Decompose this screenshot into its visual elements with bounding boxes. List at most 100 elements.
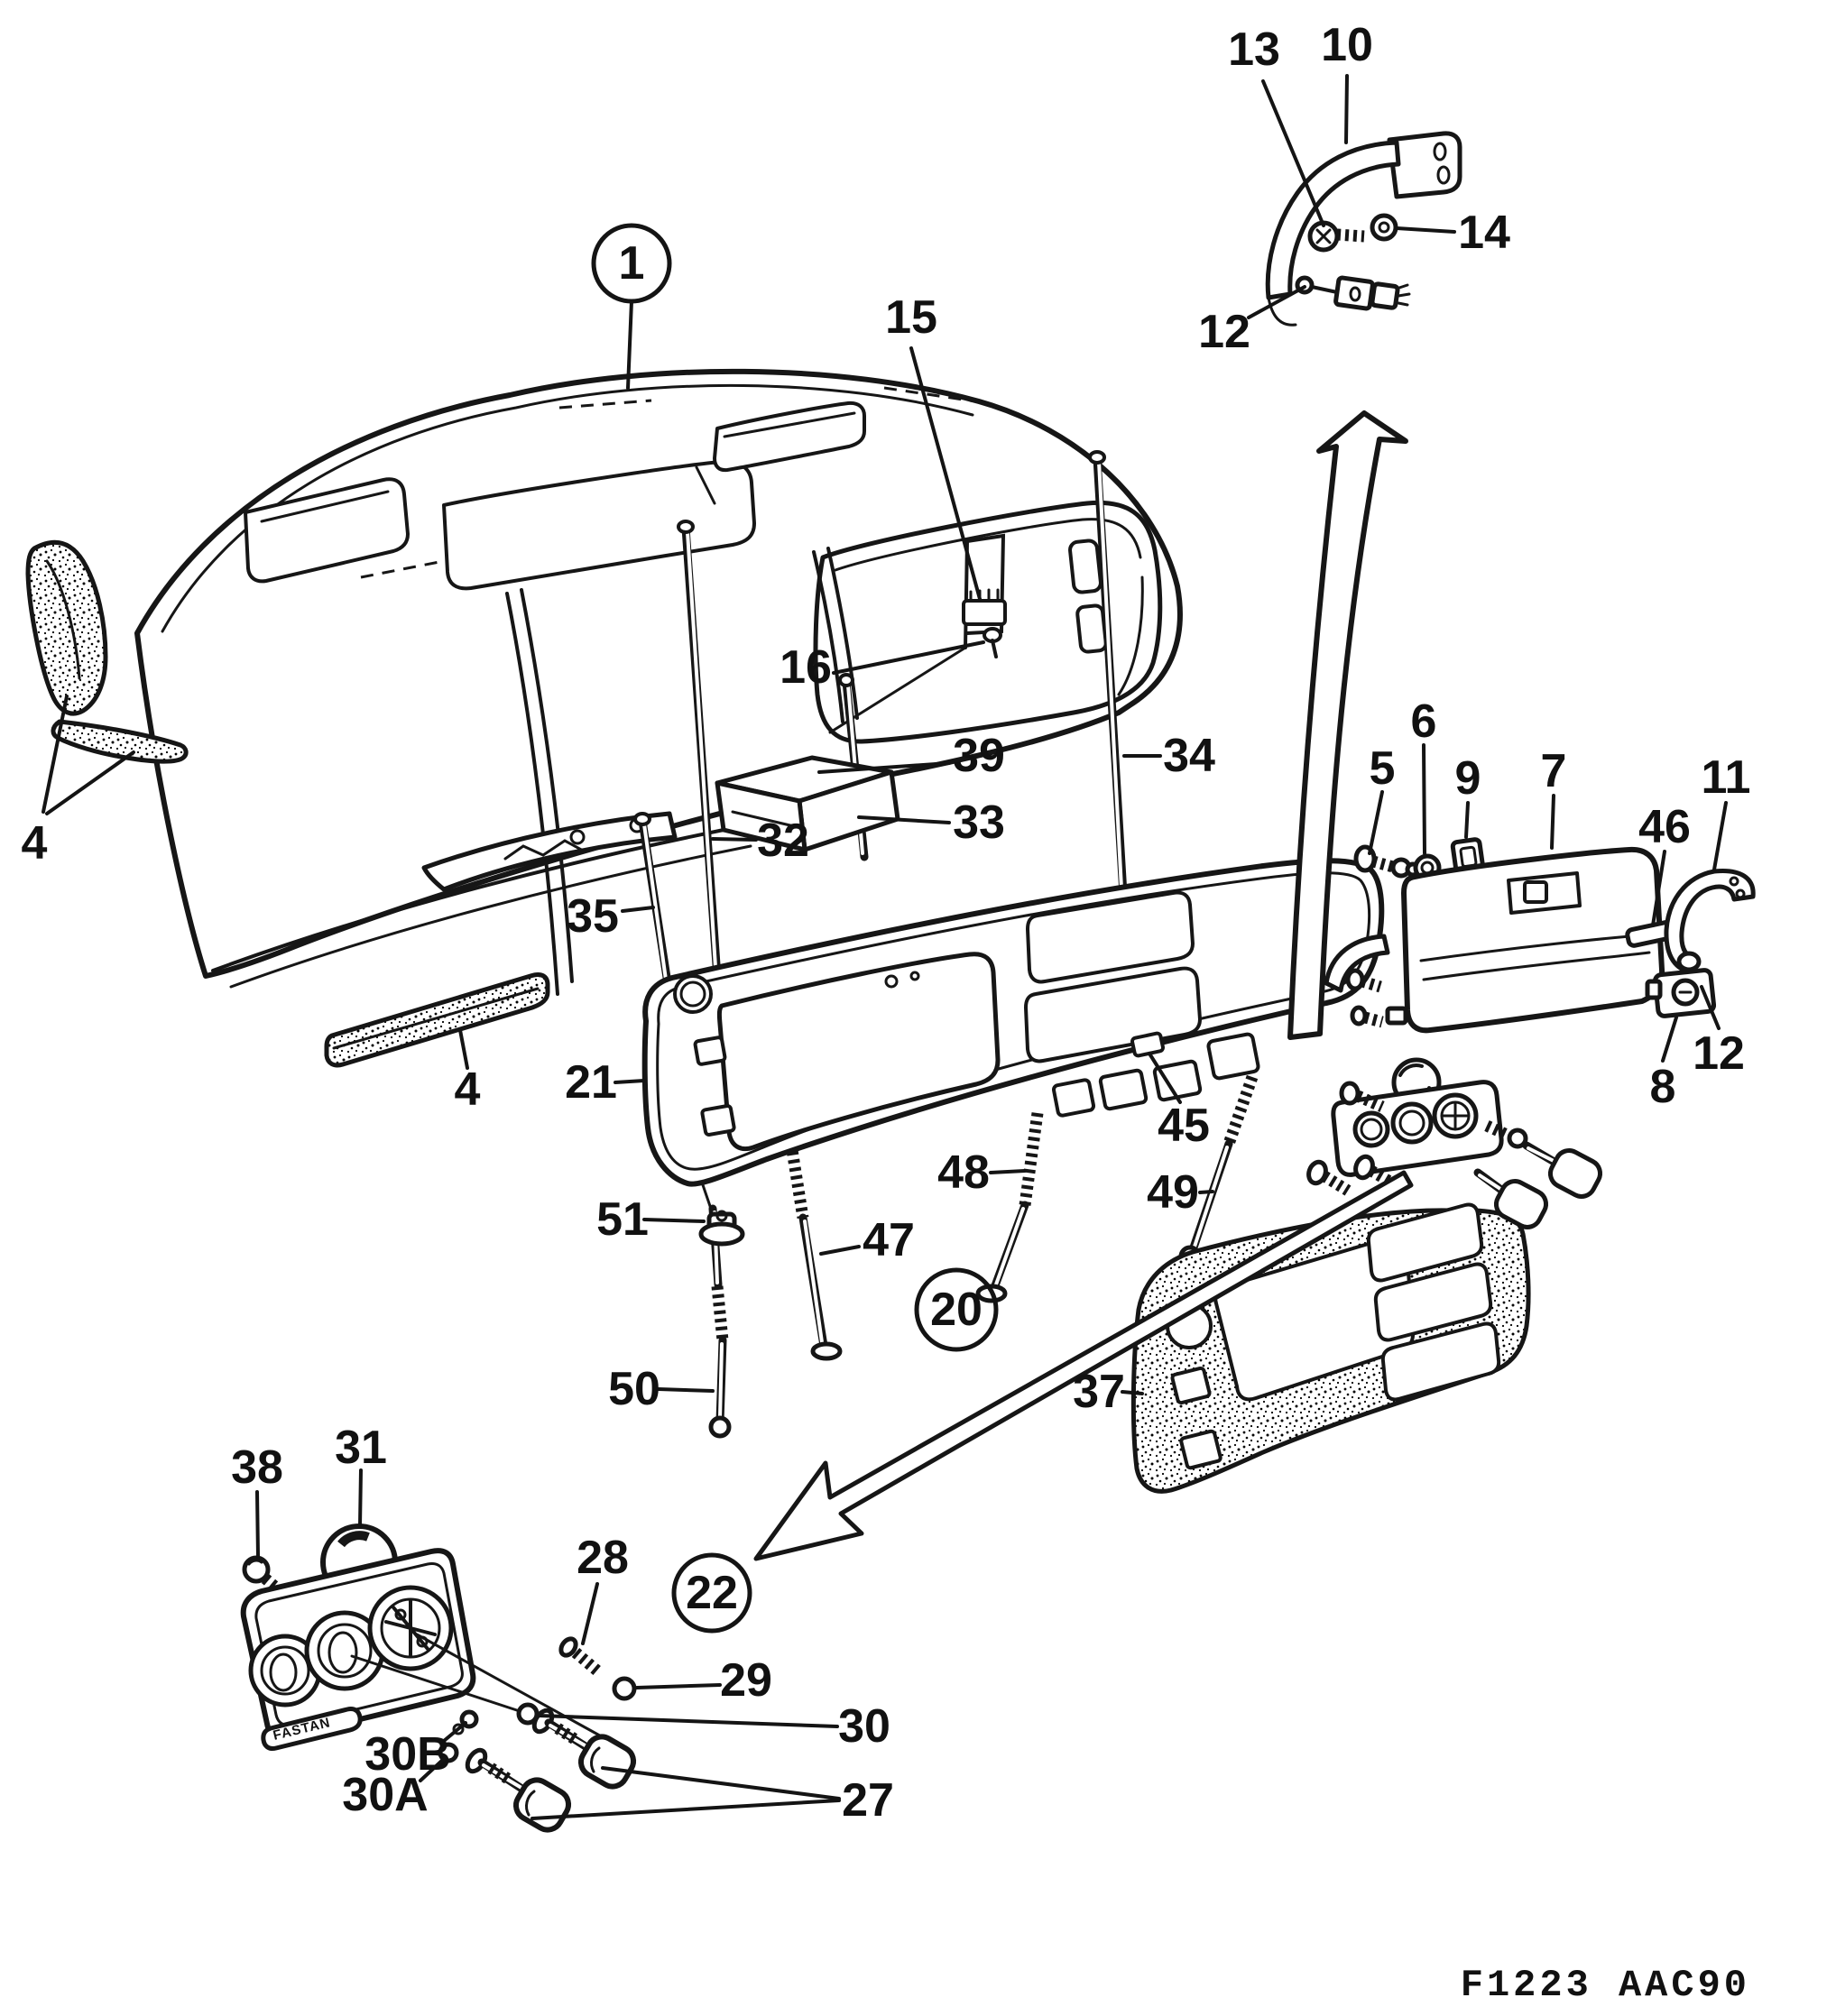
callout-6: 6 bbox=[1411, 695, 1437, 748]
direction-arrows bbox=[753, 410, 1414, 1561]
callout-30B: 30B bbox=[364, 1728, 450, 1781]
leader-line-16 bbox=[832, 640, 985, 675]
leader-line-10 bbox=[1344, 74, 1349, 144]
callout-22: 22 bbox=[686, 1567, 738, 1619]
leader-line-30A bbox=[419, 1755, 447, 1782]
leader-line-15 bbox=[909, 346, 982, 601]
washer-part-14 bbox=[1370, 213, 1398, 242]
callout-1: 1 bbox=[619, 237, 645, 290]
leader-line-4 bbox=[458, 1028, 469, 1070]
clip-part-12-top bbox=[1295, 275, 1411, 311]
leader-line-50 bbox=[657, 1387, 715, 1393]
heater-control-unit-small bbox=[1306, 1057, 1603, 1229]
leader-line-46 bbox=[1651, 850, 1666, 927]
screw-part-5 bbox=[1353, 844, 1421, 879]
callout-32: 32 bbox=[757, 815, 809, 867]
callout-4: 4 bbox=[22, 817, 48, 870]
stud-28 bbox=[558, 1636, 604, 1677]
leader-line-11 bbox=[1712, 801, 1728, 871]
figure-code: F1223 AAC90 bbox=[1461, 1964, 1750, 2007]
callout-51: 51 bbox=[596, 1193, 649, 1246]
callout-13: 13 bbox=[1228, 23, 1280, 76]
leader-line-13 bbox=[1261, 79, 1325, 227]
leader-line-5 bbox=[1368, 790, 1384, 855]
leader-line-31 bbox=[358, 1468, 363, 1528]
threaded-rod-50 bbox=[697, 1173, 732, 1439]
threaded-rod-48 bbox=[975, 1112, 1044, 1303]
callout-5: 5 bbox=[1370, 742, 1396, 795]
leader-line-30 bbox=[538, 1714, 839, 1728]
callout-9: 9 bbox=[1455, 752, 1481, 805]
screw-part-13 bbox=[1307, 220, 1365, 253]
callout-21: 21 bbox=[565, 1056, 617, 1109]
clip-part-45 bbox=[1130, 1031, 1165, 1058]
screw-part-16 bbox=[983, 627, 1002, 658]
glovebox-lid-7 bbox=[1401, 846, 1665, 1034]
callout-45: 45 bbox=[1158, 1100, 1210, 1152]
ring-29 bbox=[612, 1676, 637, 1701]
leader-line-8 bbox=[1661, 1016, 1678, 1063]
callout-34: 34 bbox=[1163, 730, 1215, 782]
callout-7: 7 bbox=[1541, 745, 1567, 797]
threaded-rod-47 bbox=[782, 1126, 843, 1361]
callout-48: 48 bbox=[937, 1146, 990, 1199]
callout-14: 14 bbox=[1458, 207, 1510, 259]
leader-line-33 bbox=[857, 815, 951, 824]
callout-49: 49 bbox=[1147, 1166, 1199, 1219]
leader-line-27 bbox=[601, 1766, 841, 1800]
callout-46: 46 bbox=[1638, 801, 1691, 853]
callout-20: 20 bbox=[930, 1284, 983, 1336]
callout-8: 8 bbox=[1650, 1061, 1676, 1113]
callout-12: 12 bbox=[1693, 1027, 1745, 1080]
callout-38: 38 bbox=[231, 1441, 283, 1494]
leader-line-51 bbox=[642, 1218, 706, 1223]
callout-29: 29 bbox=[720, 1654, 772, 1707]
up-arrow bbox=[1287, 410, 1408, 1040]
leader-line-6 bbox=[1422, 743, 1426, 855]
leader-line-47 bbox=[819, 1245, 861, 1256]
leader-line-4 bbox=[42, 695, 69, 814]
callout-circle-1 bbox=[591, 223, 672, 304]
callout-47: 47 bbox=[863, 1214, 915, 1266]
callout-33: 33 bbox=[953, 796, 1005, 849]
leader-line-30B bbox=[442, 1721, 467, 1743]
leader-line-48 bbox=[989, 1169, 1027, 1174]
knob-small-2 bbox=[1493, 1179, 1549, 1229]
bezel-panel-21 bbox=[641, 858, 1385, 1187]
leader-line-28 bbox=[581, 1582, 599, 1645]
leader-line-7 bbox=[1550, 794, 1555, 850]
screw-38 bbox=[242, 1555, 291, 1601]
grommet-51 bbox=[698, 1210, 745, 1247]
leader-line-45 bbox=[1148, 1052, 1182, 1104]
callout-10: 10 bbox=[1321, 19, 1373, 71]
seal-strip-vertical bbox=[25, 539, 108, 716]
leader-line-9 bbox=[1464, 801, 1470, 839]
leader-line-32 bbox=[711, 837, 758, 842]
bracket-plate-10 bbox=[1387, 131, 1462, 199]
callout-27: 27 bbox=[842, 1774, 894, 1827]
knob-small-1 bbox=[1547, 1148, 1603, 1199]
leader-line-35 bbox=[621, 906, 655, 913]
leader-line-12 bbox=[1247, 285, 1306, 319]
pillar-seal-strips bbox=[25, 539, 550, 1068]
leader-line-37 bbox=[1121, 1390, 1144, 1395]
glovebox-group bbox=[1324, 837, 1756, 1034]
seal-strip-middle bbox=[324, 971, 550, 1068]
callout-35: 35 bbox=[567, 890, 619, 943]
callout-50: 50 bbox=[608, 1363, 660, 1415]
callout-30: 30 bbox=[838, 1700, 890, 1753]
heater-control-panel-large: FASTAN bbox=[240, 1524, 637, 1833]
leader-line-14 bbox=[1395, 226, 1456, 234]
callout-31: 31 bbox=[335, 1422, 387, 1474]
callout-15: 15 bbox=[885, 291, 937, 344]
leader-line-38 bbox=[255, 1490, 260, 1559]
callout-11: 11 bbox=[1702, 751, 1751, 804]
callout-37: 37 bbox=[1073, 1366, 1125, 1418]
leader-line-27 bbox=[531, 1799, 841, 1820]
callout-30A: 30A bbox=[342, 1769, 428, 1821]
bracket-assembly bbox=[1265, 131, 1462, 327]
leader-line-21 bbox=[614, 1079, 646, 1084]
